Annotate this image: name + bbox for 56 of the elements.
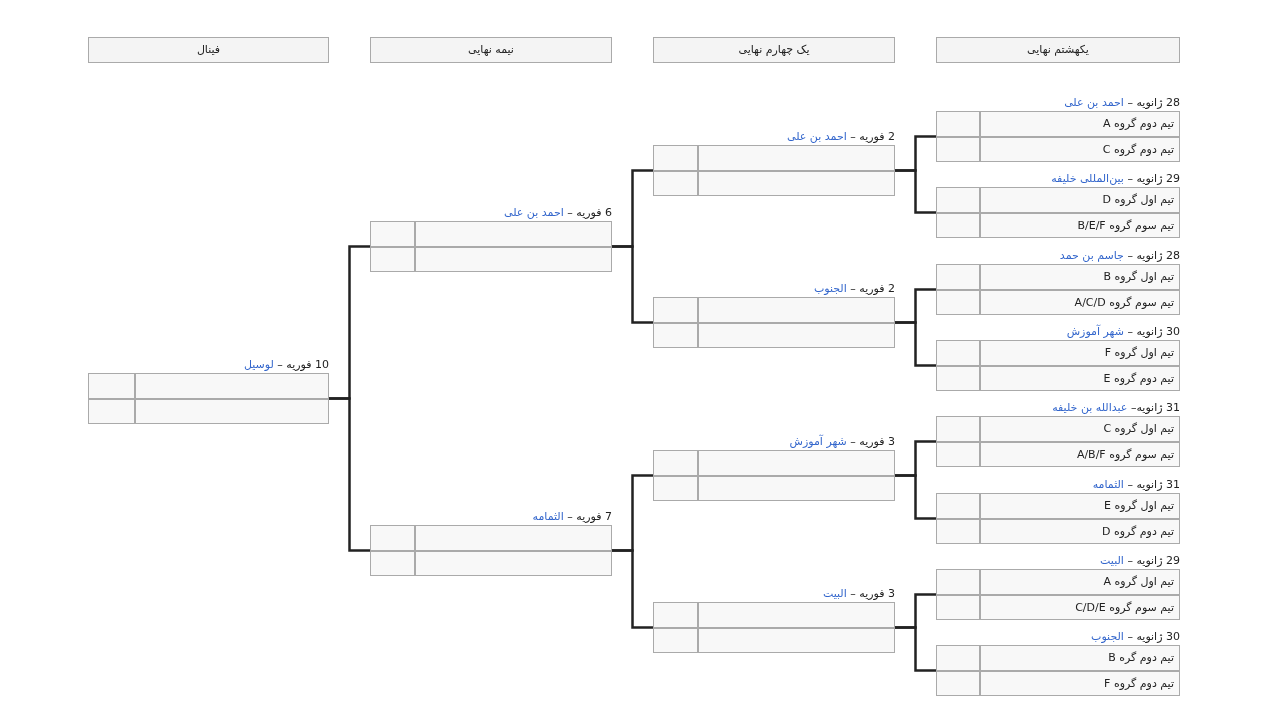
venue-link: عبدالله بن خلیفه — [1052, 401, 1128, 414]
match-box — [936, 264, 1180, 315]
match-date: 28 ژانویه – — [1127, 249, 1180, 262]
match-date: 29 ژانویه – — [1127, 172, 1180, 185]
venue-link: احمد بن علی — [787, 130, 847, 143]
venue-link: بین‌المللی خلیفه — [1051, 172, 1124, 185]
match-date: 3 فوریه – — [850, 435, 895, 448]
match-box — [936, 187, 1180, 238]
match-date: 6 فوریه – — [567, 206, 612, 219]
match-date: 28 ژانویه – — [1127, 96, 1180, 109]
match-date: 29 ژانویه – — [1127, 554, 1180, 567]
match-box — [936, 111, 1180, 162]
match-box — [88, 373, 329, 424]
match-date: 31 ژانویه– — [1130, 401, 1180, 414]
bracket-line — [612, 549, 653, 629]
venue-link: البیت — [822, 587, 847, 600]
venue-link: الثمامه — [532, 510, 564, 523]
match-box — [936, 493, 1180, 544]
match-box — [653, 145, 895, 196]
match-date: 30 ژانویه – — [1127, 325, 1180, 338]
round-header: نیمه نهایی — [370, 37, 612, 63]
match-box — [936, 569, 1180, 620]
round-header: فینال — [88, 37, 329, 63]
match-box — [653, 297, 895, 348]
match-box — [936, 645, 1180, 696]
round-header: یک چهارم نهایی — [653, 37, 895, 63]
venue-link: احمد بن علی — [504, 206, 564, 219]
match-box — [936, 340, 1180, 391]
venue-link: لوسیل — [243, 358, 274, 371]
round-header: یکهشتم نهایی — [936, 37, 1180, 63]
match-date: 2 فوریه – — [850, 130, 895, 143]
match-box — [653, 450, 895, 501]
venue-link: الثمامه — [1092, 478, 1124, 491]
match-date: 7 فوریه – — [567, 510, 612, 523]
venue-link: البیت — [1100, 554, 1124, 567]
bracket-line — [895, 169, 936, 214]
match-date: 30 ژانویه – — [1127, 630, 1180, 643]
match-box — [653, 602, 895, 653]
venue-link: الجنوب — [813, 282, 847, 295]
match-date: 31 ژانویه – — [1127, 478, 1180, 491]
match-box — [370, 525, 612, 576]
match-date: 3 فوریه – — [850, 587, 895, 600]
match-box — [370, 221, 612, 272]
match-date: 10 فوریه – — [277, 358, 329, 371]
bracket-line — [329, 397, 370, 552]
bracket-line — [895, 626, 936, 672]
venue-link: الجنوب — [1091, 630, 1124, 643]
match-box — [936, 416, 1180, 467]
match-date: 2 فوریه – — [850, 282, 895, 295]
venue-link: شهر آموزش — [789, 435, 847, 448]
venue-link: شهر آموزش — [1066, 325, 1124, 338]
bracket-line — [612, 245, 653, 324]
bracket-line — [895, 474, 936, 520]
bracket-line — [895, 321, 936, 367]
venue-link: احمد بن علی — [1064, 96, 1124, 109]
venue-link: جاسم بن حمد — [1059, 249, 1124, 262]
